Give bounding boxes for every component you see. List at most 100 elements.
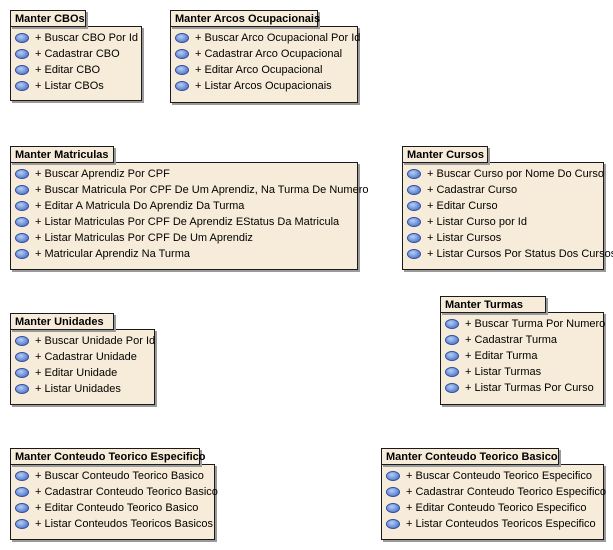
use-case-icon: [386, 471, 400, 481]
use-case[interactable]: + Buscar Curso por Nome Do Curso: [407, 166, 604, 182]
use-case[interactable]: + Editar Curso: [407, 198, 603, 214]
use-case[interactable]: + Cadastrar Curso: [407, 182, 603, 198]
use-case-label: + Buscar Aprendiz Por CPF: [35, 168, 170, 180]
use-case-label: + Cadastrar Conteudo Teorico Basico: [35, 486, 218, 498]
use-case[interactable]: + Editar Unidade: [15, 365, 154, 381]
use-case-icon: [445, 383, 459, 393]
use-case-icon: [15, 185, 29, 195]
use-case-label: + Listar Unidades: [35, 383, 121, 395]
use-case[interactable]: + Editar Conteudo Teorico Especifico: [386, 500, 603, 516]
use-case-icon: [407, 185, 421, 195]
use-case[interactable]: + Buscar Arco Ocupacional Por Id: [175, 30, 360, 46]
use-case[interactable]: + Buscar Matricula Por CPF De Um Aprendi…: [15, 182, 368, 198]
use-case[interactable]: + Buscar Conteudo Teorico Basico: [15, 468, 214, 484]
use-case-icon: [386, 519, 400, 529]
use-case[interactable]: + Buscar Turma Por Numero: [445, 316, 605, 332]
use-case-label: + Editar Conteudo Teorico Especifico: [406, 502, 587, 514]
use-case-icon: [15, 471, 29, 481]
package-body: + Buscar Conteudo Teorico Especifico + C…: [381, 464, 606, 540]
use-case[interactable]: + Editar Arco Ocupacional: [175, 62, 357, 78]
package-manter-cursos[interactable]: Manter Cursos + Buscar Curso por Nome Do…: [402, 146, 613, 270]
use-case-icon: [445, 367, 459, 377]
use-case-icon: [175, 81, 189, 91]
package-manter-matriculas[interactable]: Manter Matriculas + Buscar Aprendiz Por …: [10, 146, 368, 270]
use-case-icon: [15, 519, 29, 529]
use-case-label: + Editar CBO: [35, 64, 101, 76]
use-case[interactable]: + Listar Turmas: [445, 364, 603, 380]
package-manter-cbos[interactable]: Manter CBOs + Buscar CBO Por Id + Cadast…: [10, 10, 142, 101]
package-body: + Buscar Arco Ocupacional Por Id + Cadas…: [170, 26, 360, 103]
use-case-icon: [175, 49, 189, 59]
use-case-icon: [15, 249, 29, 259]
package-body: + Buscar Unidade Por Id + Cadastrar Unid…: [10, 329, 155, 405]
use-case[interactable]: + Cadastrar Unidade: [15, 349, 154, 365]
use-case-label: + Editar Conteudo Teorico Basico: [35, 502, 199, 514]
use-case[interactable]: + Editar Turma: [445, 348, 603, 364]
use-case-label: + Cadastrar Curso: [427, 184, 518, 196]
use-case-icon: [445, 351, 459, 361]
package-tab: Manter Conteudo Teorico Especifico: [10, 448, 206, 465]
package-body: + Buscar Curso por Nome Do Curso + Cadas…: [402, 162, 613, 270]
use-case[interactable]: + Listar Arcos Ocupacionais: [175, 78, 357, 94]
use-case-label: + Buscar CBO Por Id: [35, 32, 139, 44]
use-case-icon: [15, 33, 29, 43]
package-manter-arcos-ocupacionais[interactable]: Manter Arcos Ocupacionais + Buscar Arco …: [170, 10, 360, 103]
use-case[interactable]: + Listar Conteudos Teoricos Especifico: [386, 516, 603, 532]
use-case[interactable]: + Cadastrar Arco Ocupacional: [175, 46, 357, 62]
use-case[interactable]: + Editar Conteudo Teorico Basico: [15, 500, 214, 516]
use-case-icon: [175, 33, 189, 43]
use-case-label: + Editar Arco Ocupacional: [195, 64, 323, 76]
use-case[interactable]: + Buscar Unidade Por Id: [15, 333, 156, 349]
use-case[interactable]: + Listar Matriculas Por CPF De Aprendiz …: [15, 214, 357, 230]
use-case-icon: [15, 81, 29, 91]
use-case-icon: [407, 217, 421, 227]
use-case-label: + Listar Turmas: [465, 366, 542, 378]
use-case-label: + Listar Arcos Ocupacionais: [195, 80, 332, 92]
use-case-label: + Buscar Matricula Por CPF De Um Aprendi…: [35, 184, 369, 196]
use-case-icon: [15, 201, 29, 211]
use-case-label: + Cadastrar Arco Ocupacional: [195, 48, 343, 60]
package-manter-unidades[interactable]: Manter Unidades + Buscar Unidade Por Id …: [10, 313, 155, 405]
use-case[interactable]: + Listar Cursos Por Status Dos Cursos: [407, 246, 613, 262]
package-body: + Buscar CBO Por Id + Cadastrar CBO + Ed…: [10, 26, 142, 101]
use-case-icon: [15, 368, 29, 378]
use-case[interactable]: + Cadastrar CBO: [15, 46, 141, 62]
use-case-icon: [15, 352, 29, 362]
package-body: + Buscar Aprendiz Por CPF + Buscar Matri…: [10, 162, 368, 270]
package-manter-turmas[interactable]: Manter Turmas + Buscar Turma Por Numero …: [440, 296, 605, 405]
use-case-label: + Listar Conteudos Teoricos Basicos: [35, 518, 214, 530]
use-case[interactable]: + Matricular Aprendiz Na Turma: [15, 246, 357, 262]
use-case-label: + Cadastrar Unidade: [35, 351, 137, 363]
use-case-label: + Listar Conteudos Teoricos Especifico: [406, 518, 596, 530]
use-case-icon: [15, 65, 29, 75]
use-case-label: + Buscar Conteudo Teorico Especifico: [406, 470, 592, 482]
use-case[interactable]: + Listar Curso por Id: [407, 214, 603, 230]
package-manter-conteudo-teorico-basico[interactable]: Manter Conteudo Teorico Basico + Buscar …: [381, 448, 606, 540]
use-case-icon: [407, 249, 421, 259]
use-case[interactable]: + Buscar Aprendiz Por CPF: [15, 166, 357, 182]
use-case-icon: [15, 487, 29, 497]
use-case-label: + Listar Matriculas Por CPF De Um Aprend…: [35, 232, 253, 244]
package-tab: Manter Turmas: [440, 296, 546, 313]
use-case[interactable]: + Listar Unidades: [15, 381, 154, 397]
use-case[interactable]: + Buscar CBO Por Id: [15, 30, 141, 46]
use-case-label: + Buscar Unidade Por Id: [35, 335, 156, 347]
use-case[interactable]: + Listar Turmas Por Curso: [445, 380, 603, 396]
use-case-label: + Listar Cursos Por Status Dos Cursos: [427, 248, 613, 260]
use-case[interactable]: + Listar CBOs: [15, 78, 141, 94]
use-case-icon: [15, 233, 29, 243]
use-case-icon: [445, 319, 459, 329]
use-case[interactable]: + Cadastrar Conteudo Teorico Especifico: [386, 484, 606, 500]
use-case[interactable]: + Buscar Conteudo Teorico Especifico: [386, 468, 603, 484]
use-case[interactable]: + Listar Conteudos Teoricos Basicos: [15, 516, 214, 532]
use-case[interactable]: + Cadastrar Conteudo Teorico Basico: [15, 484, 218, 500]
use-case-label: + Listar CBOs: [35, 80, 104, 92]
use-case[interactable]: + Listar Matriculas Por CPF De Um Aprend…: [15, 230, 357, 246]
use-case[interactable]: + Editar CBO: [15, 62, 141, 78]
use-case[interactable]: + Cadastrar Turma: [445, 332, 603, 348]
package-manter-conteudo-teorico-especifico[interactable]: Manter Conteudo Teorico Especifico + Bus…: [10, 448, 218, 540]
use-case[interactable]: + Editar A Matricula Do Aprendiz Da Turm…: [15, 198, 357, 214]
use-case-icon: [445, 335, 459, 345]
use-case-icon: [15, 169, 29, 179]
use-case[interactable]: + Listar Cursos: [407, 230, 603, 246]
